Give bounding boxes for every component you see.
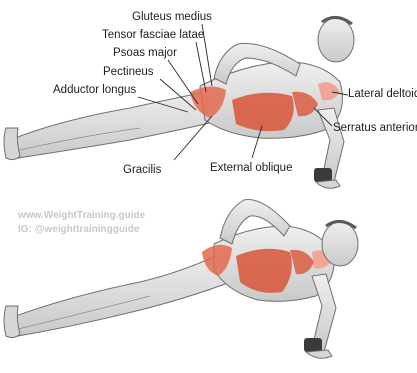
bottom-feet [4, 306, 20, 338]
watermark-instagram: IG: @weighttrainingguide [18, 225, 139, 235]
label-pectineus: Pectineus [103, 67, 154, 79]
label-gracilis: Gracilis [123, 165, 161, 177]
bottom-wrist-wrap [304, 338, 322, 352]
label-psoas-major: Psoas major [113, 48, 177, 60]
figure-top [4, 17, 354, 188]
label-serratus-anterior: Serratus anterior [333, 123, 417, 135]
label-adductor-longus: Adductor longus [53, 85, 136, 97]
bottom-head [322, 222, 358, 266]
label-tensor-fasciae-latae: Tensor fasciae latae [102, 30, 204, 42]
label-gluteus-medius: Gluteus medius [132, 12, 212, 24]
watermark-website: www.WeightTraining.guide [18, 211, 145, 221]
top-external-oblique [232, 93, 294, 131]
top-head [318, 18, 354, 62]
label-external-oblique: External oblique [210, 163, 292, 175]
top-feet [4, 128, 20, 160]
label-lateral-deltoid: Lateral deltoid [348, 89, 417, 101]
top-wrist-wrap [314, 168, 332, 182]
